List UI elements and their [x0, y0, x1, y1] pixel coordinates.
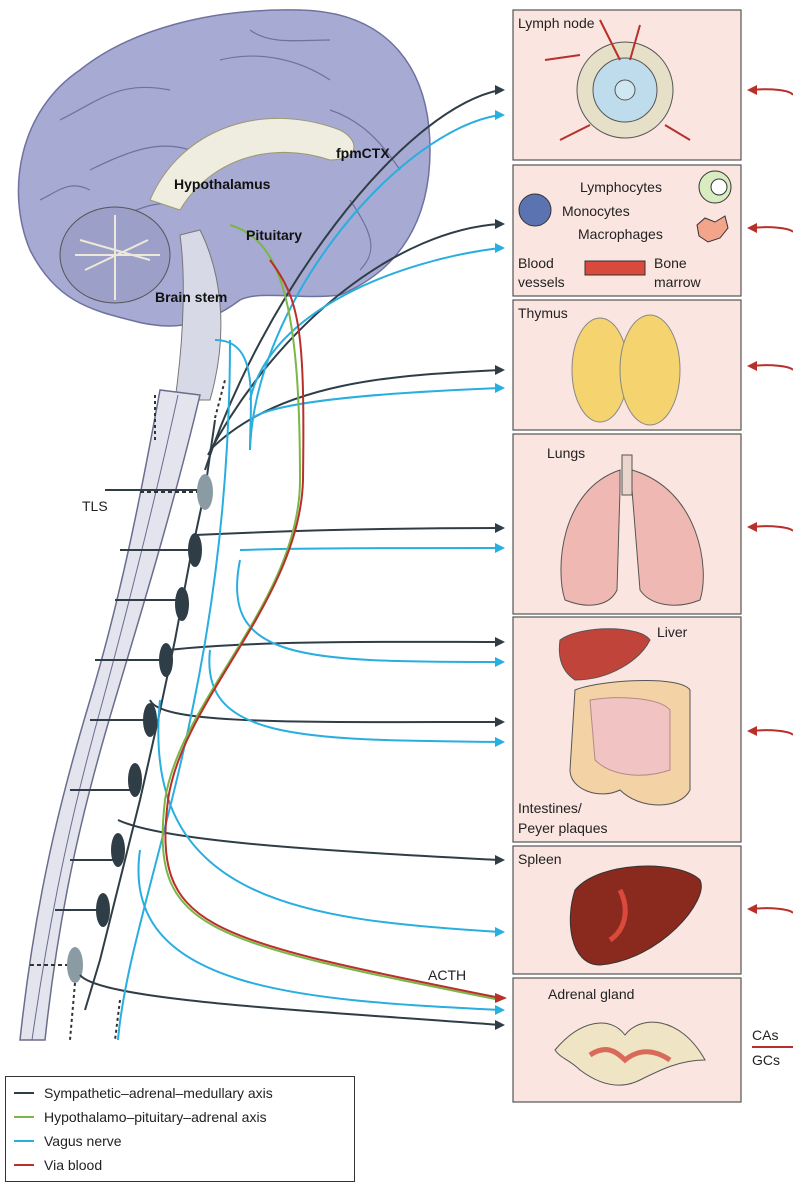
feedback-arrowheads — [747, 85, 757, 914]
label-tls: TLS — [82, 498, 108, 514]
label-gcs: GCs — [752, 1052, 780, 1068]
legend-swatch — [14, 1164, 34, 1166]
label-thymus: Thymus — [518, 305, 568, 321]
label-acth: ACTH — [428, 967, 466, 983]
label-blood-2: vessels — [518, 274, 565, 290]
legend-swatch — [14, 1140, 34, 1142]
legend-item-hpa: Hypothalamo–pituitary–adrenal axis — [14, 1107, 267, 1127]
legend-item-sympathetic: Sympathetic–adrenal–medullary axis — [14, 1083, 273, 1103]
label-lungs: Lungs — [547, 445, 585, 461]
label-cas: CAs — [752, 1027, 778, 1043]
label-intestines-2: Peyer plaques — [518, 820, 608, 836]
legend-label: Sympathetic–adrenal–medullary axis — [44, 1085, 273, 1101]
label-liver: Liver — [657, 624, 688, 640]
blood-vessel-icon — [585, 261, 645, 275]
legend: Sympathetic–adrenal–medullary axis Hypot… — [5, 1076, 355, 1182]
legend-swatch — [14, 1092, 34, 1094]
label-fpmctx: fpmCTX — [336, 145, 390, 161]
label-bone-1: Bone — [654, 255, 687, 271]
spinal-cord — [20, 390, 200, 1040]
label-blood-1: Blood — [518, 255, 554, 271]
label-macrophages: Macrophages — [578, 226, 663, 242]
label-lymph-node: Lymph node — [518, 15, 595, 31]
legend-label: Vagus nerve — [44, 1133, 122, 1149]
label-adrenal: Adrenal gland — [548, 986, 634, 1002]
label-pituitary: Pituitary — [246, 227, 302, 243]
vagus-arrowheads — [495, 110, 505, 1015]
label-lymphocytes: Lymphocytes — [580, 179, 662, 195]
label-bone-2: marrow — [654, 274, 702, 290]
feedback-arrows — [752, 89, 793, 1047]
label-intestines-1: Intestines/ — [518, 800, 582, 816]
label-hypothalamus: Hypothalamus — [174, 176, 271, 192]
label-monocytes: Monocytes — [562, 203, 630, 219]
monocyte-icon — [519, 194, 551, 226]
legend-item-blood: Via blood — [14, 1155, 102, 1175]
label-brain-stem: Brain stem — [155, 289, 227, 305]
arrowheads — [495, 85, 505, 1030]
legend-item-vagus: Vagus nerve — [14, 1131, 122, 1151]
legend-label: Hypothalamo–pituitary–adrenal axis — [44, 1109, 267, 1125]
label-spleen: Spleen — [518, 851, 562, 867]
legend-label: Via blood — [44, 1157, 102, 1173]
legend-swatch — [14, 1116, 34, 1118]
